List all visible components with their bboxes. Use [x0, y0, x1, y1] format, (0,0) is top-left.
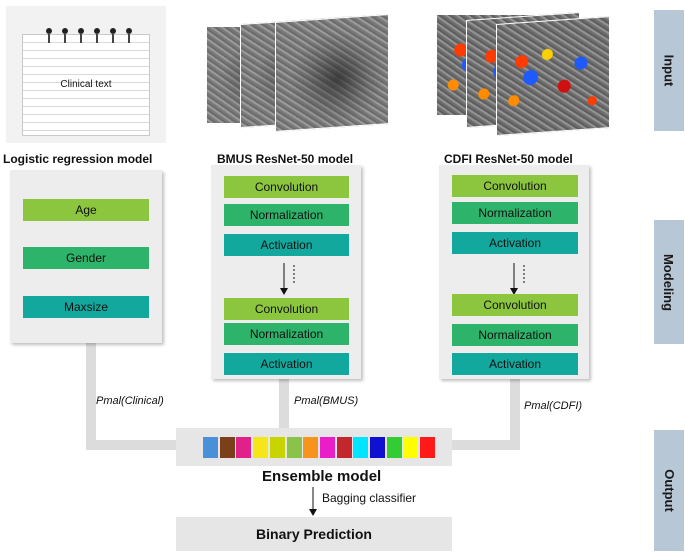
cdfi-convolution-2: Convolution: [452, 294, 578, 316]
logistic-model-panel: Age Gender Maxsize: [10, 170, 162, 343]
bmus-arrow-icon: [280, 263, 295, 295]
bagging-classifier-label: Bagging classifier: [322, 491, 417, 505]
notebook-ring-icon: [62, 28, 68, 43]
cdfi-image-front: [496, 16, 610, 136]
bmus-convolution-1: Convolution: [224, 176, 349, 198]
bmus-convolution-2: Convolution: [224, 298, 349, 320]
feature-age: Age: [23, 199, 149, 221]
ensemble-swatch: [203, 437, 218, 458]
feature-gender: Gender: [23, 247, 149, 269]
stage-modeling-label: Modeling: [661, 253, 677, 311]
cdfi-activation-1: Activation: [452, 232, 578, 254]
bmus-image-front: [275, 14, 389, 132]
connector-cdfi-down: [510, 379, 520, 450]
ensemble-swatch: [386, 437, 402, 458]
ensemble-model-title: Ensemble model: [262, 468, 382, 485]
pmal-cdfi-label: Pmal(CDFI): [524, 400, 583, 412]
ensemble-swatch: [286, 437, 302, 458]
ensemble-swatch: [370, 437, 385, 458]
pmal-bmus-label: Pmal(BMUS): [294, 395, 359, 407]
bagging-arrow-icon: [309, 487, 317, 516]
connector-bmus-down: [279, 379, 289, 430]
ensemble-swatch: [403, 437, 419, 458]
stage-output: Output: [654, 430, 684, 551]
bmus-normalization-1: Normalization: [224, 204, 349, 226]
notebook-ring-icon: [94, 28, 100, 43]
cdfi-convolution-1: Convolution: [452, 175, 578, 197]
stage-input: Input: [654, 10, 684, 131]
logistic-model-title: Logistic regression model: [3, 152, 153, 166]
stage-output-label: Output: [661, 469, 677, 512]
connector-logistic-down: [86, 343, 96, 450]
cdfi-normalization-2: Normalization: [452, 324, 578, 346]
cdfi-model-panel: Convolution Normalization Activation Con…: [439, 165, 589, 379]
ensemble-swatch: [420, 437, 436, 458]
ensemble-swatch: [269, 437, 285, 458]
notebook-ring-icon: [78, 28, 84, 43]
ensemble-box: [176, 428, 452, 466]
pmal-clinical-label: Pmal(Clinical): [96, 395, 164, 407]
connector-logistic-right: [86, 440, 178, 450]
stage-input-label: Input: [661, 54, 677, 87]
cdfi-model-title: CDFI ResNet-50 model: [444, 152, 573, 166]
ensemble-swatch: [253, 437, 269, 458]
clinical-text-notebook: Clinical text: [6, 6, 166, 143]
binary-prediction-label: Binary Prediction: [256, 526, 372, 542]
ensemble-swatch: [336, 437, 352, 458]
bmus-model-title: BMUS ResNet-50 model: [217, 152, 354, 166]
connector-cdfi-left: [450, 440, 520, 450]
stage-modeling: Modeling: [654, 220, 684, 344]
notebook-page: Clinical text: [22, 34, 150, 136]
notebook-ring-icon: [46, 28, 52, 43]
bmus-activation-1: Activation: [224, 234, 349, 256]
cdfi-activation-2: Activation: [452, 353, 578, 375]
ensemble-swatch: [303, 437, 319, 458]
bmus-model-panel: Convolution Normalization Activation Con…: [211, 165, 361, 379]
ensemble-swatch: [219, 437, 235, 458]
bmus-activation-2: Activation: [224, 353, 349, 375]
notebook-ring-icon: [110, 28, 116, 43]
cdfi-arrow-icon: [510, 263, 525, 295]
feature-maxsize: Maxsize: [23, 296, 149, 318]
notebook-label: Clinical text: [60, 79, 112, 90]
notebook-ring-icon: [126, 28, 132, 43]
ensemble-swatch: [319, 437, 335, 458]
bmus-normalization-2: Normalization: [224, 323, 349, 345]
ensemble-swatch: [236, 437, 252, 458]
cdfi-normalization-1: Normalization: [452, 202, 578, 224]
binary-prediction-box: Binary Prediction: [176, 517, 452, 551]
ensemble-swatch: [353, 437, 369, 458]
